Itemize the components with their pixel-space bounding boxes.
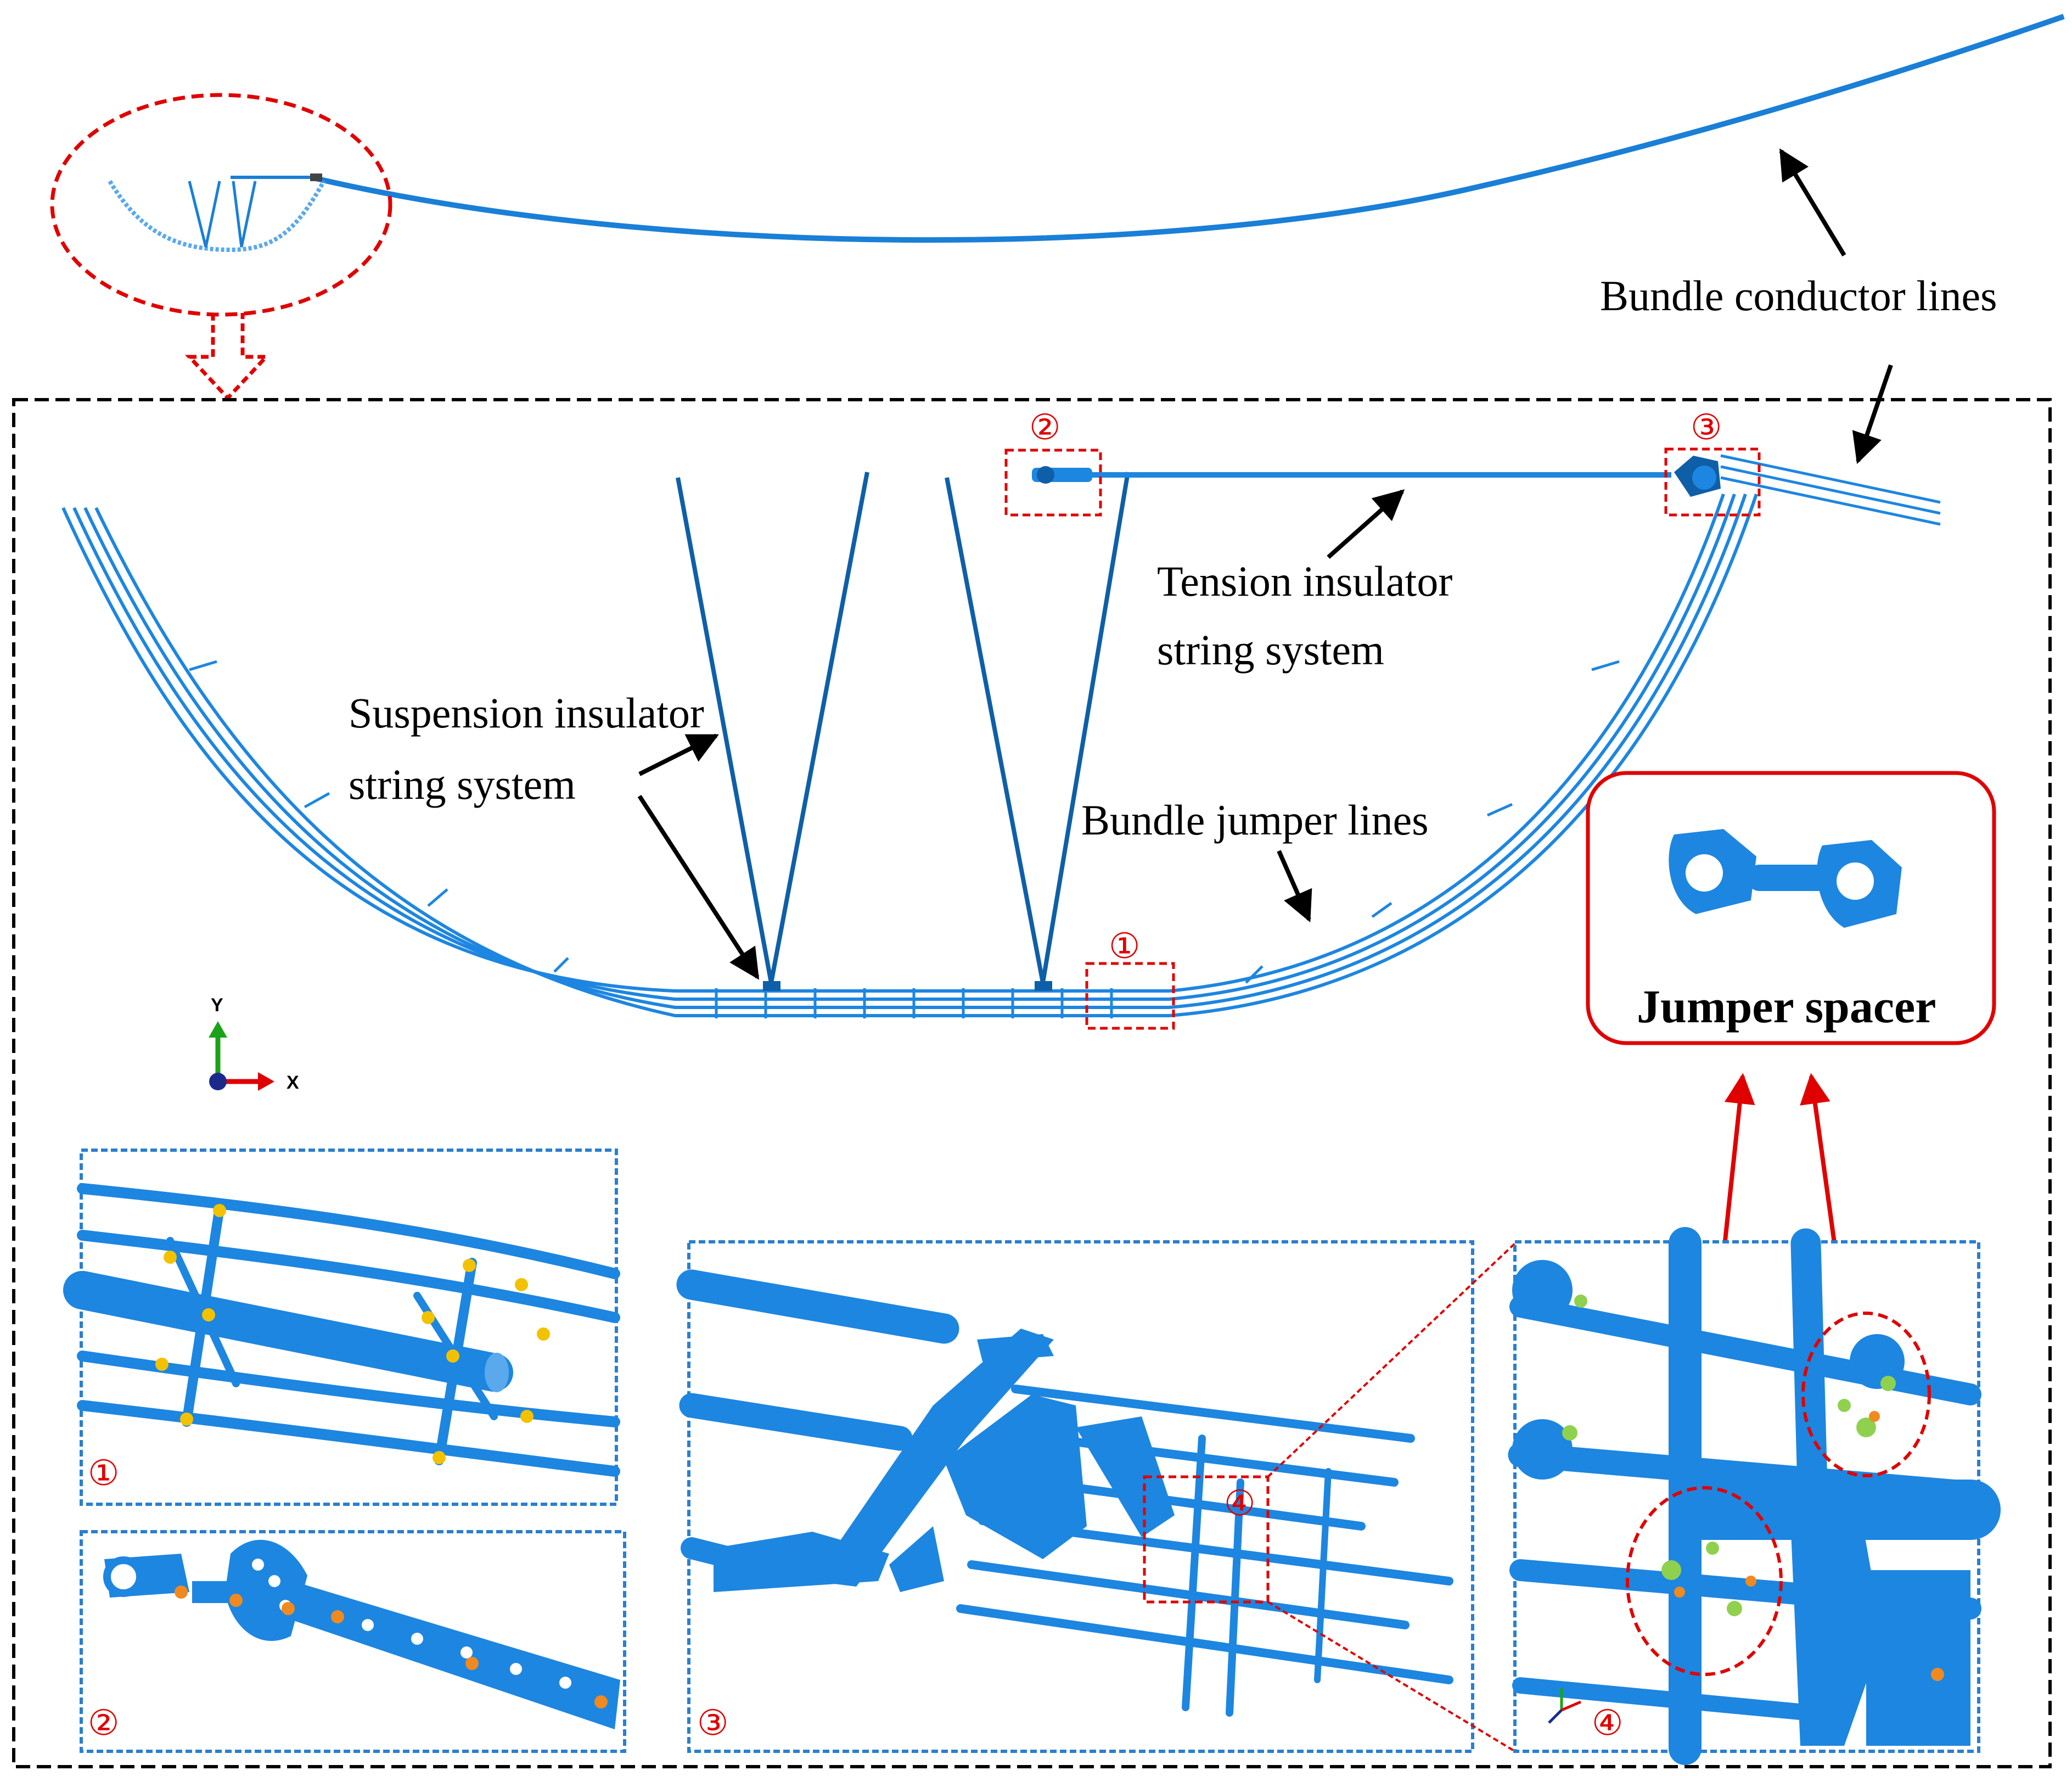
axis-x-label: X (287, 1072, 299, 1093)
inset-2: ② (80, 1530, 626, 1753)
label-tension-2: string system (1157, 626, 1384, 674)
region-box-2 (1004, 449, 1102, 517)
detail-frame (12, 398, 2052, 1768)
overview-insulator-v2 (232, 181, 257, 248)
jumper-spacer-title: Jumper spacer (1637, 980, 1936, 1033)
tension-hardware-right (1674, 456, 1721, 497)
zoom-connectors (1267, 1242, 1516, 1752)
overview-conductor-line (315, 14, 2065, 243)
jumper-spacers-row (189, 660, 1620, 1018)
inset-4-marker: ④ (1592, 1704, 1623, 1743)
zoom-ellipse (50, 93, 392, 317)
marker-3-main: ③ (1691, 408, 1722, 447)
inset-4: ④ (1508, 1227, 2001, 1765)
region-box-4 (1143, 1475, 1270, 1604)
axis-y-label: Y (211, 995, 223, 1016)
suspension-clamp-2 (1035, 981, 1052, 991)
label-bundle-conductor: Bundle conductor lines (1600, 272, 1997, 320)
label-suspension-1: Suspension insulator (349, 689, 704, 737)
inset-4-axis-triad (1548, 1688, 1581, 1724)
label-bundle-jumper: Bundle jumper lines (1081, 796, 1429, 844)
label-suspension-2: string system (349, 760, 576, 808)
inset-2-marker: ② (88, 1704, 119, 1743)
tension-hardware-left (1032, 466, 1092, 484)
spacer-ellipse-1 (1801, 1312, 1931, 1477)
marker-4-inset3: ④ (1224, 1484, 1255, 1523)
overview-hardware (310, 173, 322, 181)
axis-triad: Y X (209, 995, 299, 1093)
region-box-3 (1664, 447, 1761, 517)
marker-2-main: ② (1029, 408, 1060, 447)
conductor-bundle-exit (1720, 454, 1941, 526)
inset-3: ④ ③ (676, 1240, 1474, 1753)
inset-3-marker: ③ (697, 1704, 728, 1743)
region-box-1 (1085, 962, 1175, 1030)
jumper-bundle (61, 494, 1758, 1017)
jumper-spacer-model (1669, 829, 1902, 928)
inset-1: ① (63, 1148, 620, 1506)
marker-1-main: ① (1109, 927, 1140, 966)
label-arrows (637, 148, 1893, 980)
suspension-strings (676, 472, 1130, 983)
inset-1-marker: ① (88, 1454, 119, 1493)
label-tension-1: Tension insulator (1157, 557, 1452, 605)
overview-span (108, 14, 2065, 253)
overview-insulator-v1 (188, 181, 221, 248)
spacer-ellipse-2 (1626, 1486, 1783, 1676)
suspension-clamp-1 (763, 981, 780, 991)
zoom-down-arrow (184, 313, 271, 401)
overview-jumper-curve (108, 180, 326, 253)
